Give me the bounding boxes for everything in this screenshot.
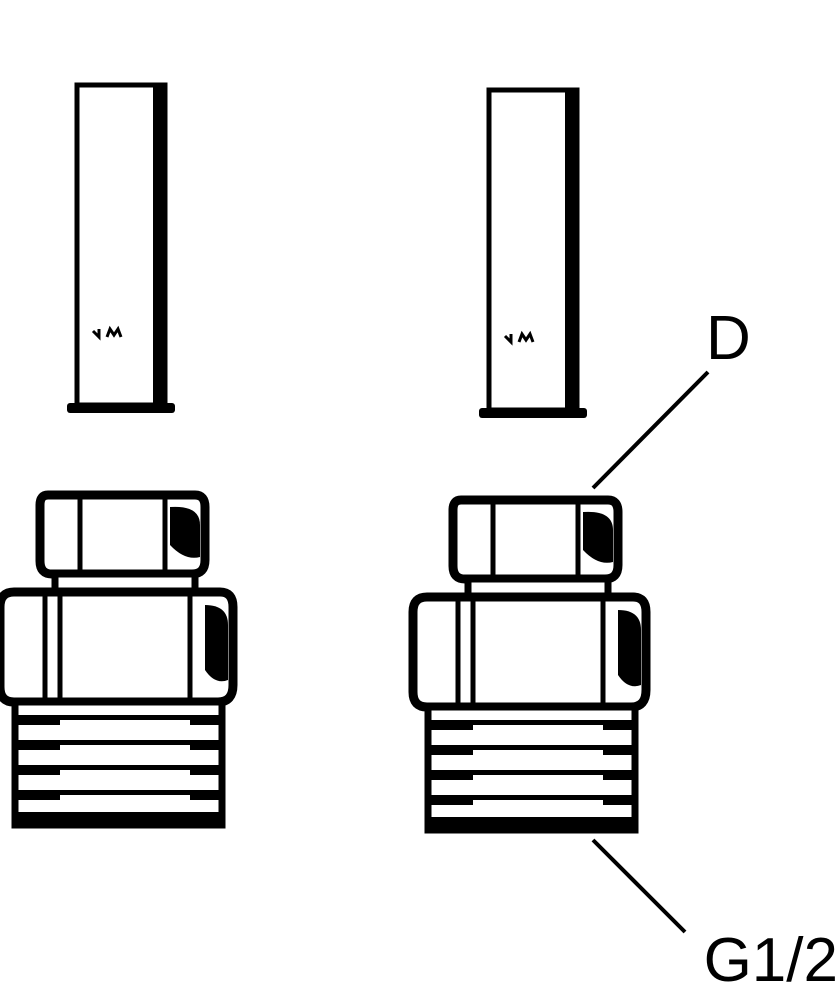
leader-line-g (591, 838, 687, 934)
tube-left (67, 85, 175, 413)
fitting-right (413, 500, 646, 830)
thread-label: G1/2 (703, 926, 838, 995)
leader-line-d (591, 370, 710, 490)
fitting-left (0, 495, 233, 825)
tube-right (479, 90, 587, 418)
diameter-label: D (706, 304, 751, 373)
